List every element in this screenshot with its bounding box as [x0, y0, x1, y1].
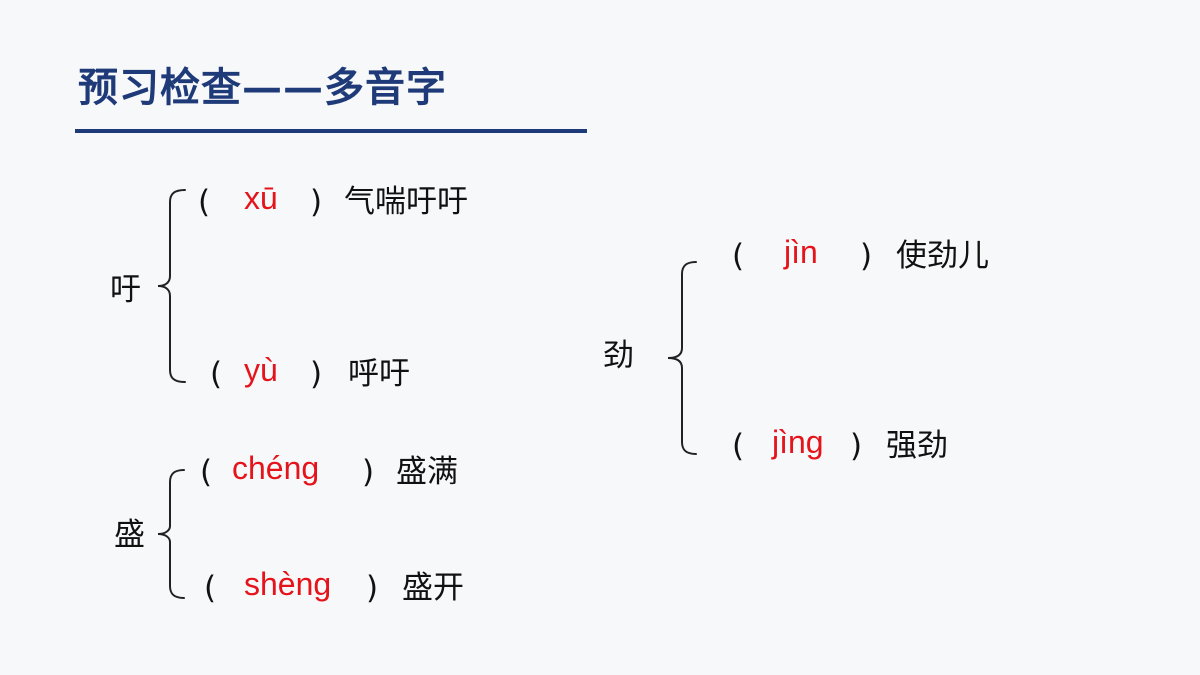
- close-paren: ): [850, 428, 863, 464]
- example-word: 呼吁: [348, 356, 410, 392]
- title-underline: [75, 129, 587, 133]
- open-paren: (: [200, 454, 213, 490]
- close-paren: ): [366, 570, 379, 606]
- open-paren: (: [732, 238, 745, 274]
- close-paren: ): [310, 184, 323, 220]
- open-paren: (: [732, 428, 745, 464]
- example-word: 气喘吁吁: [344, 184, 468, 220]
- open-paren: (: [210, 356, 223, 392]
- pinyin-answer: shèng: [244, 566, 332, 602]
- pinyin-answer: yù: [244, 352, 278, 388]
- example-word: 使劲儿: [896, 238, 989, 274]
- pinyin-answer: chéng: [232, 450, 320, 486]
- head-character: 吁: [110, 272, 141, 308]
- example-word: 盛开: [402, 570, 464, 606]
- pinyin-answer: xū: [244, 180, 278, 216]
- pinyin-answer: jìn: [784, 234, 818, 270]
- pinyin-answer: jìng: [772, 424, 824, 460]
- close-paren: ): [310, 356, 323, 392]
- left-brace: [157, 469, 185, 599]
- page-title: 预习检查——多音字: [78, 64, 447, 111]
- head-character: 盛: [114, 517, 145, 553]
- close-paren: ): [860, 238, 873, 274]
- example-word: 盛满: [396, 454, 458, 490]
- open-paren: (: [204, 570, 217, 606]
- example-word: 强劲: [886, 428, 948, 464]
- left-brace: [157, 189, 186, 383]
- open-paren: (: [198, 184, 211, 220]
- head-character: 劲: [603, 338, 634, 374]
- left-brace: [667, 261, 697, 455]
- close-paren: ): [362, 454, 375, 490]
